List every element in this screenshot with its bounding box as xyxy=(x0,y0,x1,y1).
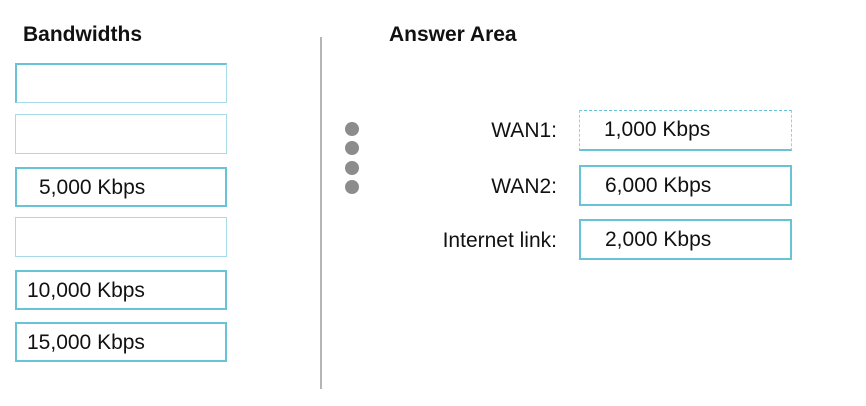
handle-dot-icon xyxy=(345,141,359,155)
bandwidth-option-15000[interactable]: 15,000 Kbps xyxy=(15,322,227,362)
answer-area-heading: Answer Area xyxy=(389,23,517,46)
wan1-answer-value: 1,000 Kbps xyxy=(604,118,711,141)
drag-handle[interactable] xyxy=(345,122,361,196)
wan1-answer-slot[interactable]: 1,000 Kbps xyxy=(579,110,792,151)
handle-dot-icon xyxy=(345,161,359,175)
wan2-answer-slot[interactable]: 6,000 Kbps xyxy=(579,165,792,206)
bandwidth-option-label: 15,000 Kbps xyxy=(27,331,145,354)
bandwidths-heading: Bandwidths xyxy=(23,23,142,46)
wan1-label: WAN1: xyxy=(491,119,557,142)
bandwidth-option-5000[interactable]: 5,000 Kbps xyxy=(15,167,227,207)
bandwidth-option-empty-2 xyxy=(15,114,227,154)
bandwidth-option-label: 5,000 Kbps xyxy=(39,176,146,199)
internet-link-answer-slot[interactable]: 2,000 Kbps xyxy=(579,219,792,260)
wan2-label: WAN2: xyxy=(491,175,557,198)
wan2-answer-value: 6,000 Kbps xyxy=(605,174,712,197)
bandwidth-option-10000[interactable]: 10,000 Kbps xyxy=(15,270,227,310)
internet-link-label: Internet link: xyxy=(442,229,557,252)
internet-link-answer-value: 2,000 Kbps xyxy=(605,228,712,251)
bandwidth-option-empty-1 xyxy=(15,63,227,103)
bandwidth-option-empty-3 xyxy=(15,217,227,257)
handle-dot-icon xyxy=(345,180,359,194)
handle-dot-icon xyxy=(345,122,359,136)
panel-divider xyxy=(320,37,322,389)
bandwidth-option-label: 10,000 Kbps xyxy=(27,279,145,302)
